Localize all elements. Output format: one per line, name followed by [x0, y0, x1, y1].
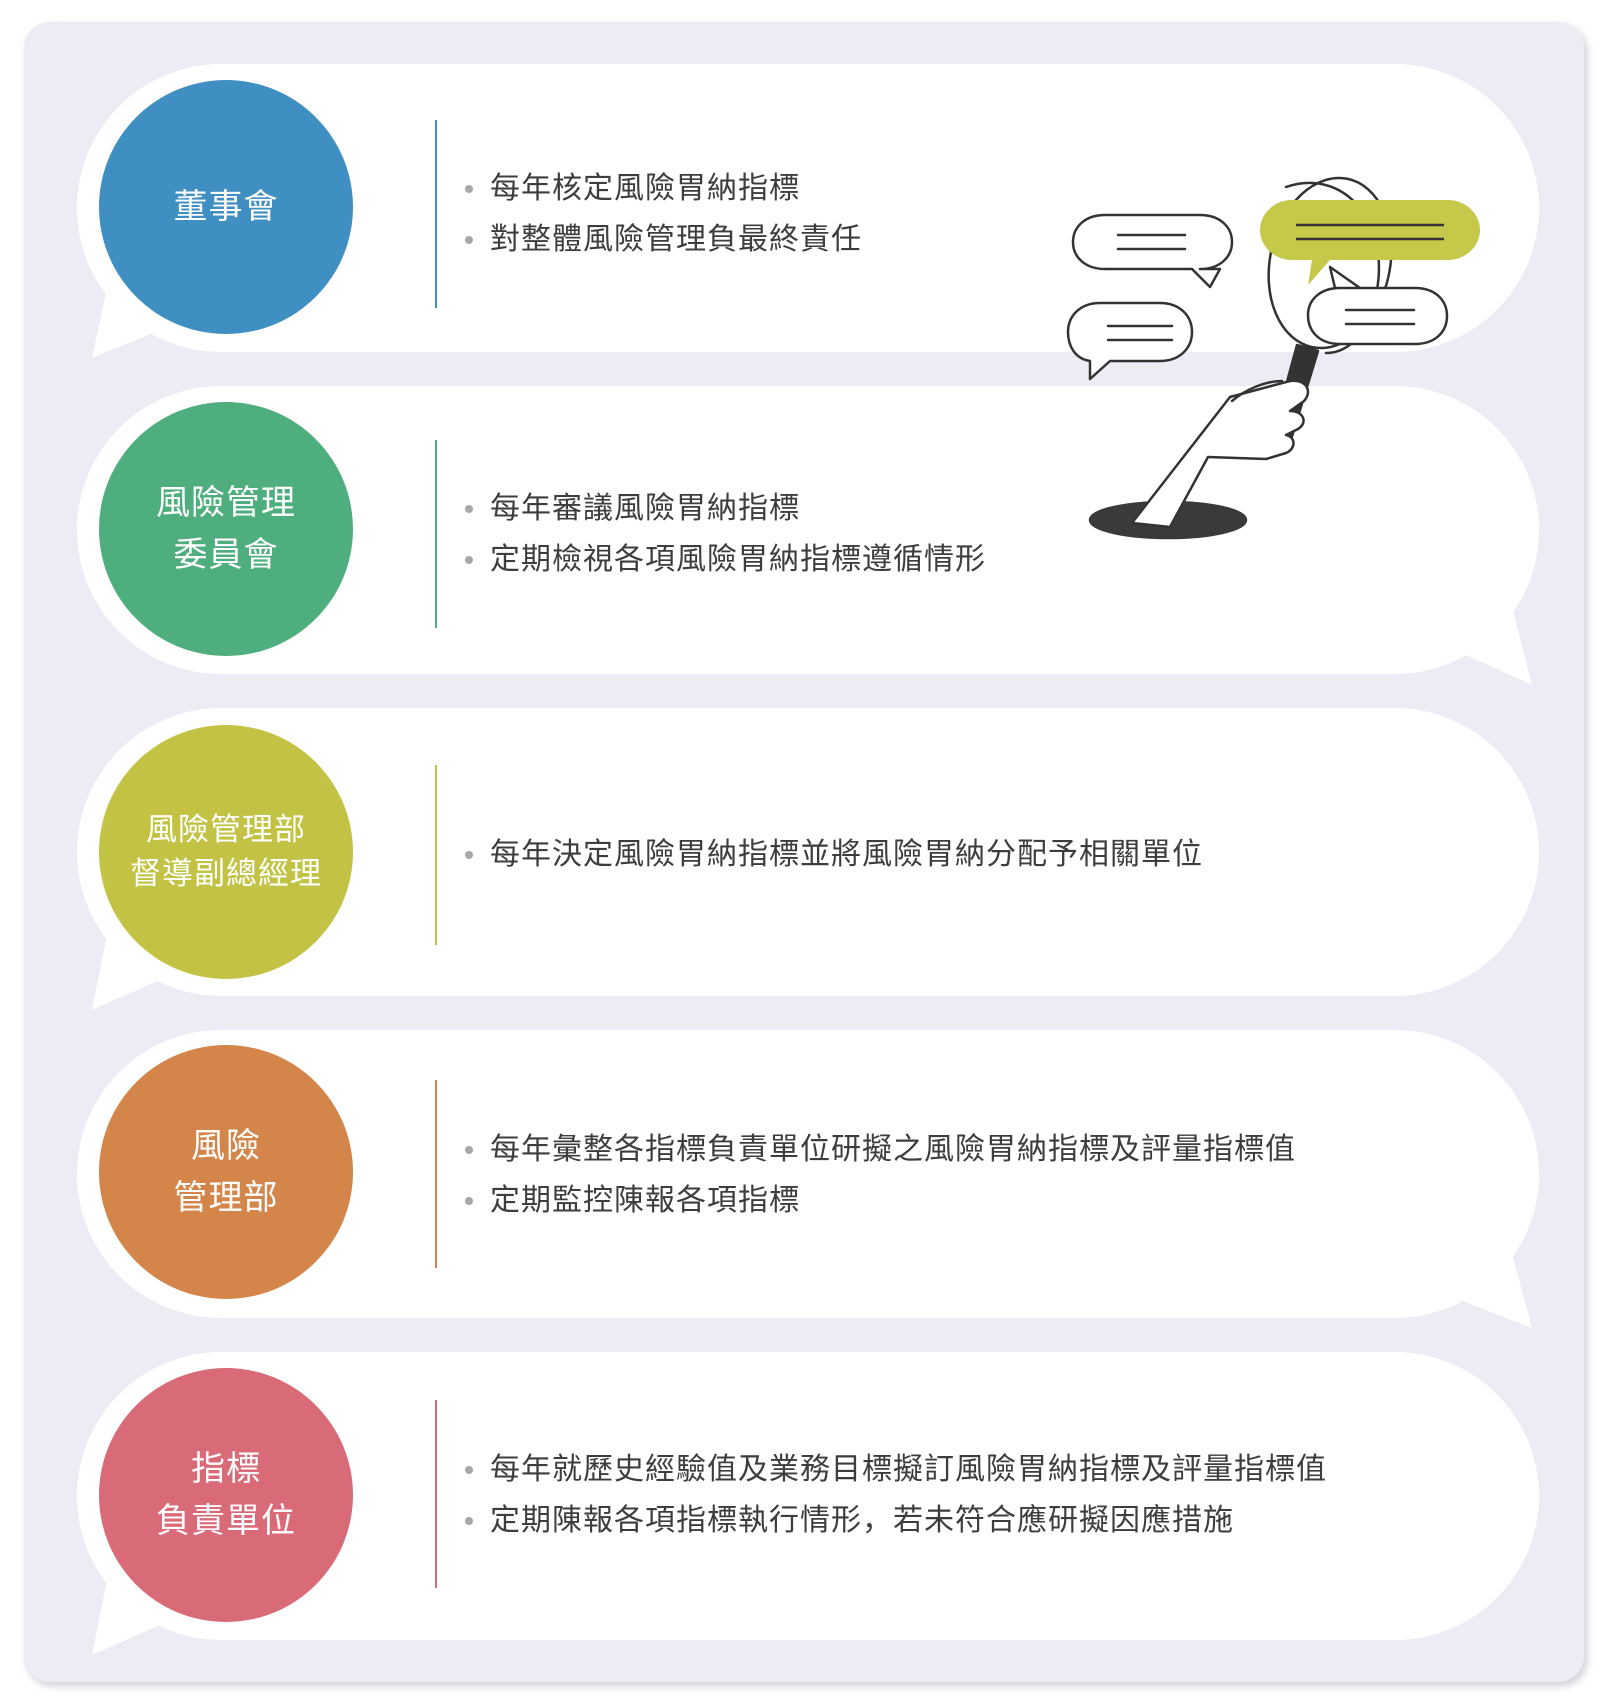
tier-3-items: 每年決定風險胃納指標並將風險胃納分配予相關單位: [465, 829, 1203, 880]
tier-5-circle: 指標 負責單位: [99, 1368, 353, 1622]
tier-2-item-1: 每年審議風險胃納指標: [465, 483, 986, 534]
tier-4-item-2: 定期監控陳報各項指標: [465, 1175, 1296, 1226]
tier-5-title-line-1: 指標: [191, 1449, 261, 1489]
speech-bubble-4: [77, 1030, 1539, 1328]
bullet-icon: [465, 851, 473, 859]
tier-5-item-1: 每年就歷史經驗值及業務目標擬訂風險胃納指標及評量指標值: [465, 1444, 1327, 1495]
speech-bubble-3: [77, 708, 1539, 1010]
bullet-icon: [465, 185, 473, 193]
tier-3-circle: 風險管理部 督導副總經理: [99, 725, 353, 979]
speech-bubble-icon: [1071, 213, 1234, 289]
speech-bubble-1: [77, 64, 1539, 358]
bullet-icon: [465, 1197, 473, 1205]
tier-1-circle: 董事會: [99, 80, 353, 334]
speech-bubble-2: [77, 386, 1539, 685]
arm-icon: [1130, 379, 1310, 529]
tier-5-divider: [435, 1400, 437, 1588]
tier-3-divider: [435, 765, 437, 945]
tier-5-title-line-2: 負責單位: [156, 1501, 296, 1541]
tier-2-items: 每年審議風險胃納指標 定期檢視各項風險胃納指標遵循情形: [465, 483, 986, 585]
tier-4-item-1: 每年彙整各指標負責單位研擬之風險胃納指標及評量指標值: [465, 1124, 1296, 1175]
tier-2-title-line-2: 委員會: [173, 535, 279, 575]
tier-1-divider: [435, 120, 437, 308]
tier-4-divider: [435, 1080, 437, 1268]
bullet-icon: [465, 1466, 473, 1474]
tier-1-item-1: 每年核定風險胃納指標: [465, 163, 862, 214]
tier-2-item-2: 定期檢視各項風險胃納指標遵循情形: [465, 534, 986, 585]
bullet-icon: [465, 236, 473, 244]
tier-3-title-line-2: 督導副總經理: [130, 856, 322, 892]
tier-1-items: 每年核定風險胃納指標 對整體風險管理負最終責任: [465, 163, 862, 265]
tier-4-circle: 風險 管理部: [99, 1045, 353, 1299]
tier-4-title-line-1: 風險: [191, 1126, 261, 1166]
tier-2-divider: [435, 440, 437, 628]
tier-5-items: 每年就歷史經驗值及業務目標擬訂風險胃納指標及評量指標值 定期陳報各項指標執行情形…: [465, 1444, 1327, 1546]
tier-1-title-line-1: 董事會: [173, 187, 279, 227]
tier-2-circle: 風險管理 委員會: [99, 402, 353, 656]
tier-2-title-line-1: 風險管理: [156, 483, 296, 523]
bullet-icon: [465, 1146, 473, 1154]
tier-4-items: 每年彙整各指標負責單位研擬之風險胃納指標及評量指標值 定期監控陳報各項指標: [465, 1124, 1296, 1226]
highlighted-speech-bubble-icon: [1260, 200, 1480, 285]
bullet-icon: [465, 1517, 473, 1525]
magnifier-hand-illustration: [1066, 176, 1480, 540]
tier-5-item-2: 定期陳報各項指標執行情形，若未符合應研擬因應措施: [465, 1495, 1327, 1546]
tier-3-item-1: 每年決定風險胃納指標並將風險胃納分配予相關單位: [465, 829, 1203, 880]
bullet-icon: [465, 556, 473, 564]
tier-1-item-2: 對整體風險管理負最終責任: [465, 214, 862, 265]
tier-4-title-line-2: 管理部: [173, 1178, 279, 1218]
speech-bubble-5: [77, 1352, 1539, 1655]
bullet-icon: [465, 505, 473, 513]
tier-3-title-line-1: 風險管理部: [146, 812, 306, 848]
